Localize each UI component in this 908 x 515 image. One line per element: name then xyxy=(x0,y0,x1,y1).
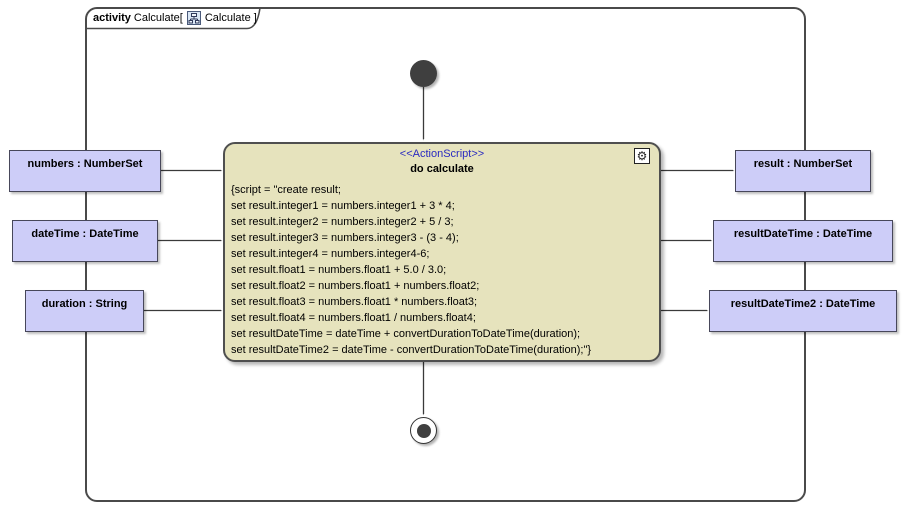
script-line: set result.integer2 = numbers.integer2 +… xyxy=(231,216,454,228)
action-script-body: {script = "create result; set result.inte… xyxy=(225,180,659,358)
activity-final-node[interactable] xyxy=(410,417,437,444)
frame-label[interactable]: activity Calculate[ Calculate ] xyxy=(93,10,257,26)
script-line: set result.float4 = numbers.float1 / num… xyxy=(231,312,476,324)
input-parameter-numbers[interactable]: numbers : NumberSet xyxy=(9,150,161,192)
action-name: do calculate xyxy=(410,163,474,175)
initial-node[interactable] xyxy=(410,60,437,87)
output-parameter-resultdatetime2[interactable]: resultDateTime2 : DateTime xyxy=(709,290,897,332)
gear-icon: ⚙ xyxy=(634,148,650,164)
output-parameter-result[interactable]: result : NumberSet xyxy=(735,150,871,192)
parameter-label: numbers : NumberSet xyxy=(27,158,143,170)
parameter-label: dateTime : DateTime xyxy=(31,228,139,240)
output-parameter-resultdatetime[interactable]: resultDateTime : DateTime xyxy=(713,220,893,262)
script-line: set result.float2 = numbers.float1 + num… xyxy=(231,280,480,292)
script-line: set result.integer1 = numbers.integer1 +… xyxy=(231,200,455,212)
activity-diagram-icon xyxy=(186,11,201,25)
frame-label-pentagon xyxy=(86,7,261,30)
parameter-label: resultDateTime : DateTime xyxy=(733,228,873,240)
input-parameter-duration[interactable]: duration : String xyxy=(25,290,144,332)
action-node-do-calculate[interactable]: ⚙ <<ActionScript>> do calculate {script … xyxy=(223,142,661,362)
parameter-label: resultDateTime2 : DateTime xyxy=(730,298,876,310)
frame-keyword: activity xyxy=(93,12,131,24)
script-line: {script = "create result; xyxy=(231,184,341,196)
script-line: set result.integer3 = numbers.integer3 -… xyxy=(231,232,459,244)
input-parameter-datetime[interactable]: dateTime : DateTime xyxy=(12,220,158,262)
script-line: set resultDateTime2 = dateTime - convert… xyxy=(231,344,592,356)
activity-final-inner-dot xyxy=(416,423,431,438)
frame-diagram-name: Calculate ] xyxy=(204,12,257,24)
script-line: set result.float3 = numbers.float1 * num… xyxy=(231,296,478,308)
frame-activity-name: Calculate[ xyxy=(133,12,183,24)
parameter-label: duration : String xyxy=(41,298,128,310)
script-line: set result.integer4 = numbers.integer4-6… xyxy=(231,248,430,260)
gear-glyph: ⚙ xyxy=(636,149,648,163)
action-stereotype: <<ActionScript>> xyxy=(399,148,485,160)
script-line: set result.float1 = numbers.float1 + 5.0… xyxy=(231,264,447,276)
script-line: set resultDateTime = dateTime + convertD… xyxy=(231,328,581,340)
parameter-label: result : NumberSet xyxy=(753,158,853,170)
